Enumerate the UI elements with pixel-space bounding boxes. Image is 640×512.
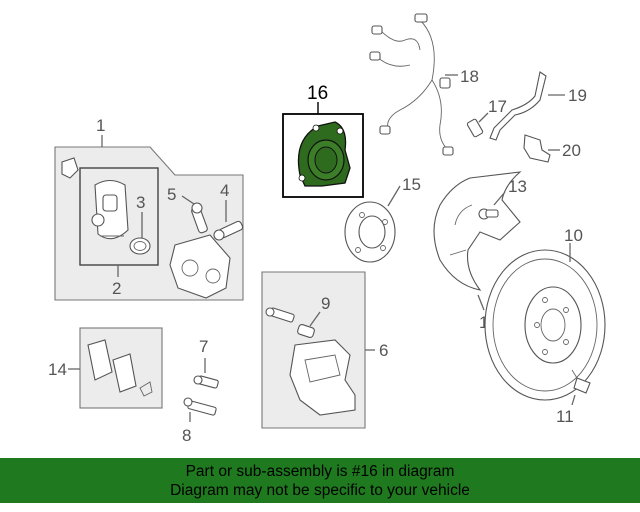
wiring-harness-group: 18	[369, 13, 479, 156]
caliper-carrier-part	[169, 234, 231, 299]
splash-shield-part	[433, 171, 522, 291]
bleeder-bolt-part	[213, 220, 244, 241]
shield-bolt-part: 13	[478, 177, 527, 220]
callout-3: 3	[136, 193, 145, 212]
guide-bushing-part	[297, 324, 315, 338]
brake-pad-inner	[87, 339, 113, 381]
info-banner: Part or sub-assembly is #16 in diagram D…	[0, 458, 640, 503]
callout-17: 17	[488, 97, 507, 116]
banner-line-2: Diagram may not be specific to your vehi…	[170, 482, 470, 499]
callout-13: 13	[508, 177, 527, 196]
callout-1: 1	[96, 116, 105, 135]
hub-flange-group: 15	[344, 175, 421, 263]
callout-8: 8	[182, 426, 191, 445]
callout-9: 9	[321, 294, 330, 313]
caliper-bracket-part	[289, 339, 356, 416]
brake-hose-group: 19	[489, 71, 587, 141]
rotor-screw-part: 11	[556, 369, 591, 426]
highlighted-part-16-group: 16	[282, 83, 364, 198]
banner-line-1: Part or sub-assembly is #16 in diagram	[185, 463, 455, 480]
callout-20: 20	[562, 141, 581, 160]
pad-clip	[139, 381, 153, 397]
guide-pin-part	[191, 202, 208, 234]
brake-rotor-group: 10	[484, 226, 606, 401]
seal-ring-part	[129, 237, 151, 255]
clip-part	[61, 157, 79, 179]
bolt-7-part: 7	[193, 337, 219, 389]
wheel-speed-sensor-part: 17	[466, 97, 507, 138]
callout-10: 10	[564, 226, 583, 245]
brake-pad-outer	[112, 353, 137, 393]
callout-19: 19	[568, 86, 587, 105]
callout-18: 18	[460, 67, 479, 86]
caliper-body-part	[91, 179, 129, 240]
callout-15: 15	[402, 175, 421, 194]
callout-7: 7	[199, 337, 208, 356]
caliper-assembly-group: 1 2 3 4 5	[54, 116, 244, 301]
hose-bracket-part: 20	[523, 134, 581, 163]
callout-6: 6	[379, 341, 388, 360]
callout-4: 4	[220, 181, 229, 200]
wheel-bearing-hub-part	[297, 121, 351, 187]
brake-hose-part	[489, 71, 547, 141]
carrier-bolt-part	[265, 307, 295, 323]
brake-pads-group: 14	[48, 327, 163, 409]
callout-16: 16	[307, 83, 328, 104]
bolt-8-part: 8	[182, 397, 217, 445]
callout-2: 2	[112, 279, 121, 298]
wiring-harness-part	[374, 19, 449, 151]
callout-11: 11	[556, 407, 574, 426]
callout-14: 14	[48, 360, 67, 379]
carrier-group: 9 6	[261, 271, 388, 429]
parts-diagram: 1 2 3 4 5 14 7 8	[48, 13, 606, 445]
callout-5: 5	[167, 185, 176, 204]
